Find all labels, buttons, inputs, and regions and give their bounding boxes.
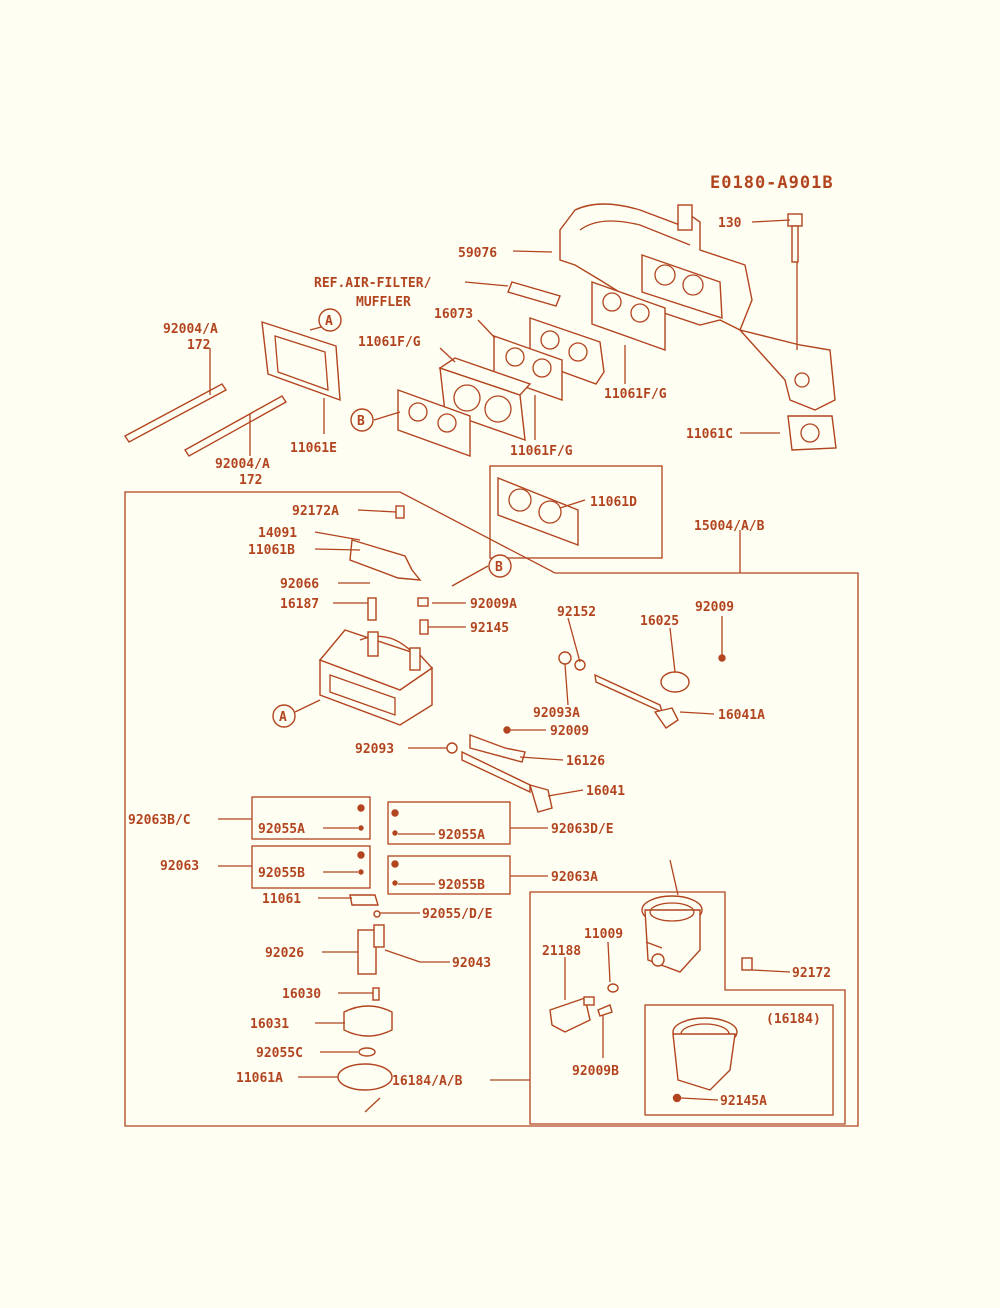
throttle-shaft-assembly [446,726,553,813]
label-16184-paren: (16184) [766,1012,821,1027]
label-92063a: 92063A [551,870,598,885]
choke-housing [549,895,753,1103]
label-11061a: 11061A [236,1071,283,1086]
label-16031: 16031 [250,1017,289,1032]
label-92145a: 92145A [720,1094,767,1109]
label-11061: 11061 [262,892,301,907]
label-92093a: 92093A [533,706,580,721]
svg-text:B: B [357,414,365,429]
diagram-code: E0180-A901B [710,173,834,193]
label-92172: 92172 [792,966,831,981]
box-16184ab [529,891,846,1125]
label-92009-m: 92009 [550,724,589,739]
label-92055a-2: 92055A [438,828,485,843]
label-92055de: 92055/D/E [422,907,492,922]
choke-shaft-assembly [558,651,726,729]
label-172-top: 172 [187,338,210,353]
label-92009b: 92009B [572,1064,619,1079]
label-muffler: MUFFLER [356,295,411,310]
label-130: 130 [718,216,742,231]
callout-b-mid: B [488,554,512,578]
float-bowl-assembly [337,894,421,1113]
label-16030: 16030 [282,987,321,1002]
label-16041a: 16041A [718,708,765,723]
box-92063bc [251,796,371,840]
svg-text:A: A [279,710,287,725]
label-11061b: 11061B [248,543,295,558]
gasket-11061d [497,476,579,547]
intake-manifold [559,203,836,411]
label-92004a-top: 92004/A [163,322,218,337]
label-16041: 16041 [586,784,625,799]
carburetor-body [318,505,434,726]
part-labels: 130 59076 REF.AIR-FILTER/ MUFFLER 16073 … [128,216,831,1109]
label-59076: 59076 [458,246,497,261]
label-11009: 11009 [584,927,623,942]
label-11061d: 11061D [590,495,637,510]
label-92009-r: 92009 [695,600,734,615]
box-92063de [387,801,511,845]
label-92043: 92043 [452,956,491,971]
label-21188: 21188 [542,944,581,959]
box-16184 [644,1004,834,1116]
label-92004a-bot: 92004/A [215,457,270,472]
label-16073: 16073 [434,307,473,322]
label-92055c: 92055C [256,1046,303,1061]
label-16187: 16187 [280,597,319,612]
callout-b-left: B [350,408,374,432]
box-92063 [251,845,371,889]
label-ref-air-filter: REF.AIR-FILTER/ [314,276,432,291]
label-92145: 92145 [470,621,509,636]
label-92063bc: 92063B/C [128,813,191,828]
label-16184ab: 16184/A/B [392,1074,463,1089]
label-92063de: 92063D/E [551,822,614,837]
label-11061fg-3: 11061F/G [510,444,573,459]
box-92063a [387,855,511,895]
label-92055a-1: 92055A [258,822,305,837]
label-16126: 16126 [566,754,605,769]
label-92055b-1: 92055B [258,866,305,881]
label-11061fg-1: 11061F/G [358,335,421,350]
label-16025: 16025 [640,614,679,629]
outer-frame [124,491,859,1127]
bolt-130 [787,213,803,263]
leader-lines [209,219,798,1101]
callout-a-mid: A [272,704,296,728]
label-11061c: 11061C [686,427,733,442]
gasket-11061c [787,415,837,451]
gasket-stack [397,281,666,457]
callout-a-top: A [318,308,342,332]
label-15004ab: 15004/A/B [694,519,765,534]
stud-bolts [123,383,288,457]
jets [357,804,399,886]
label-11061fg-2: 11061F/G [604,387,667,402]
box-11061d [489,465,663,559]
label-92063: 92063 [160,859,199,874]
label-92066: 92066 [280,577,319,592]
label-11061e: 11061E [290,441,337,456]
label-92172a: 92172A [292,504,339,519]
label-172-bot: 172 [239,473,262,488]
label-92055b-2: 92055B [438,878,485,893]
svg-text:A: A [325,314,333,329]
insulator-left [261,320,341,402]
label-92026: 92026 [265,946,304,961]
label-14091: 14091 [258,526,297,541]
svg-text:B: B [495,560,503,575]
label-92009a: 92009A [470,597,517,612]
label-92093: 92093 [355,742,394,757]
label-92152: 92152 [557,605,596,620]
